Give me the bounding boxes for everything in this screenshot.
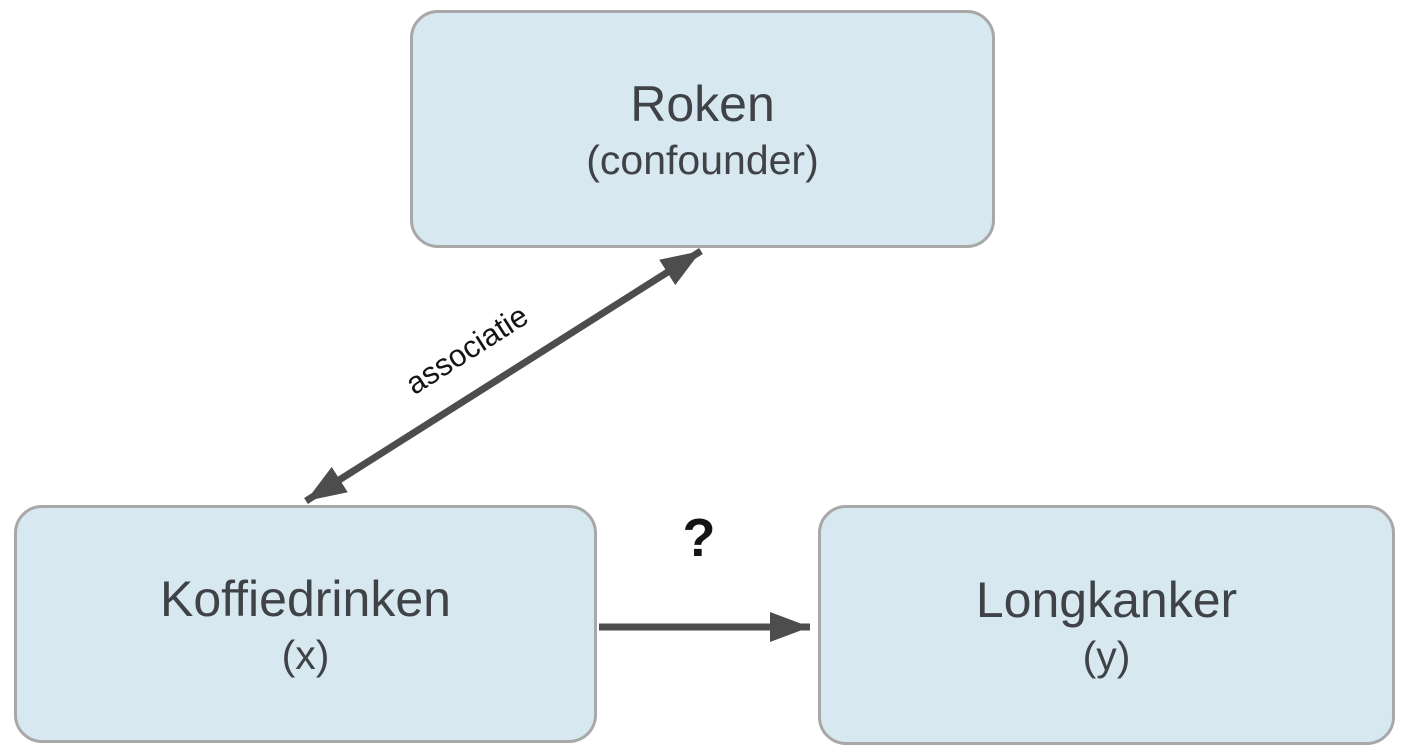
association-edge-label: associatie [399, 297, 535, 402]
node-confounder: Roken (confounder) [410, 10, 995, 248]
node-outcome-title: Longkanker [975, 572, 1238, 629]
node-outcome-subtitle: (y) [1082, 632, 1131, 679]
node-exposure: Koffiedrinken (x) [14, 505, 597, 743]
node-exposure-subtitle: (x) [281, 631, 330, 678]
causal-question-edge-label: ? [682, 508, 716, 568]
node-outcome: Longkanker (y) [818, 505, 1395, 745]
node-exposure-title: Koffiedrinken [160, 571, 451, 628]
node-confounder-subtitle: (confounder) [586, 136, 819, 183]
association-edge [304, 248, 703, 504]
node-confounder-title: Roken [630, 76, 775, 133]
